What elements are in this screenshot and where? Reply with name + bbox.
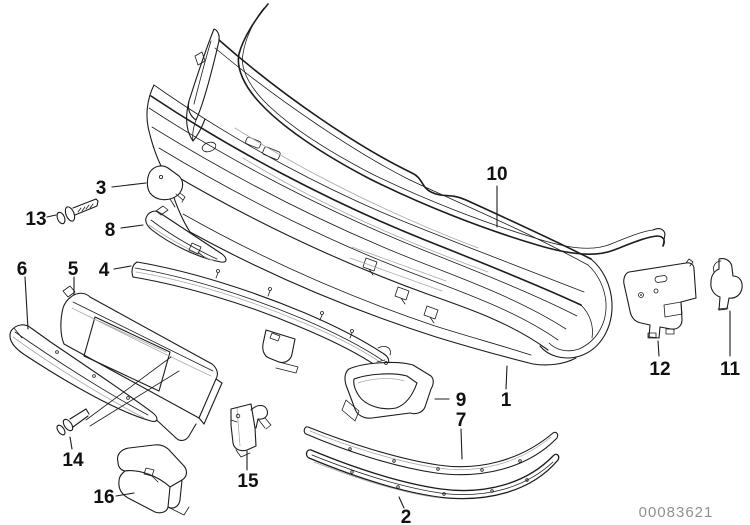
leader-line-1 (505, 365, 508, 390)
callout-7: 7 (456, 410, 467, 431)
callout-14: 14 (62, 450, 84, 471)
callout-16: 16 (93, 487, 114, 508)
part-8-trim-strip (145, 205, 227, 263)
callout-2: 2 (401, 507, 412, 525)
leader-line-8 (120, 224, 144, 229)
leader-line-12 (657, 340, 660, 357)
part-3-cover (146, 165, 186, 208)
leader-line-14 (69, 436, 73, 450)
part-4-impact-strip (131, 261, 391, 374)
callout-11: 11 (720, 359, 741, 380)
part-13-bolt (56, 198, 99, 225)
callout-13: 13 (25, 209, 46, 230)
part-15-bracket (230, 403, 272, 458)
part-5-center-panel (60, 285, 223, 441)
callout-6: 6 (17, 259, 28, 280)
leader-line-13 (46, 214, 57, 218)
callout-1: 1 (501, 390, 512, 411)
part-10-gasket-strip (237, 3, 666, 256)
leader-line-7 (460, 428, 463, 460)
leader-line-6 (24, 276, 29, 330)
part-9-air-duct (341, 359, 434, 422)
callout-10: 10 (486, 164, 507, 185)
callout-4: 4 (99, 260, 110, 281)
leader-line-4 (113, 265, 132, 270)
leader-line-2 (398, 496, 405, 509)
callout-15: 15 (237, 471, 259, 492)
callout-5: 5 (68, 259, 79, 280)
callout-12: 12 (649, 359, 670, 380)
part-7-rubbing-strip (303, 426, 559, 476)
leader-line-3 (111, 182, 147, 188)
part-1-bumper-trim-panel (146, 28, 613, 366)
callout-9: 9 (456, 390, 467, 411)
part-2-rubbing-strip (305, 449, 560, 500)
part-6-lower-strip (9, 324, 158, 422)
part-16-corner-cover (117, 444, 190, 516)
callout-3: 3 (96, 178, 107, 199)
leader-line-16 (115, 492, 135, 497)
doc-number: 00083621 (639, 504, 714, 521)
part-14-bolt (56, 356, 180, 436)
part-11-clip (710, 258, 743, 311)
callout-8: 8 (105, 220, 116, 241)
part-12-side-bracket (623, 258, 697, 339)
